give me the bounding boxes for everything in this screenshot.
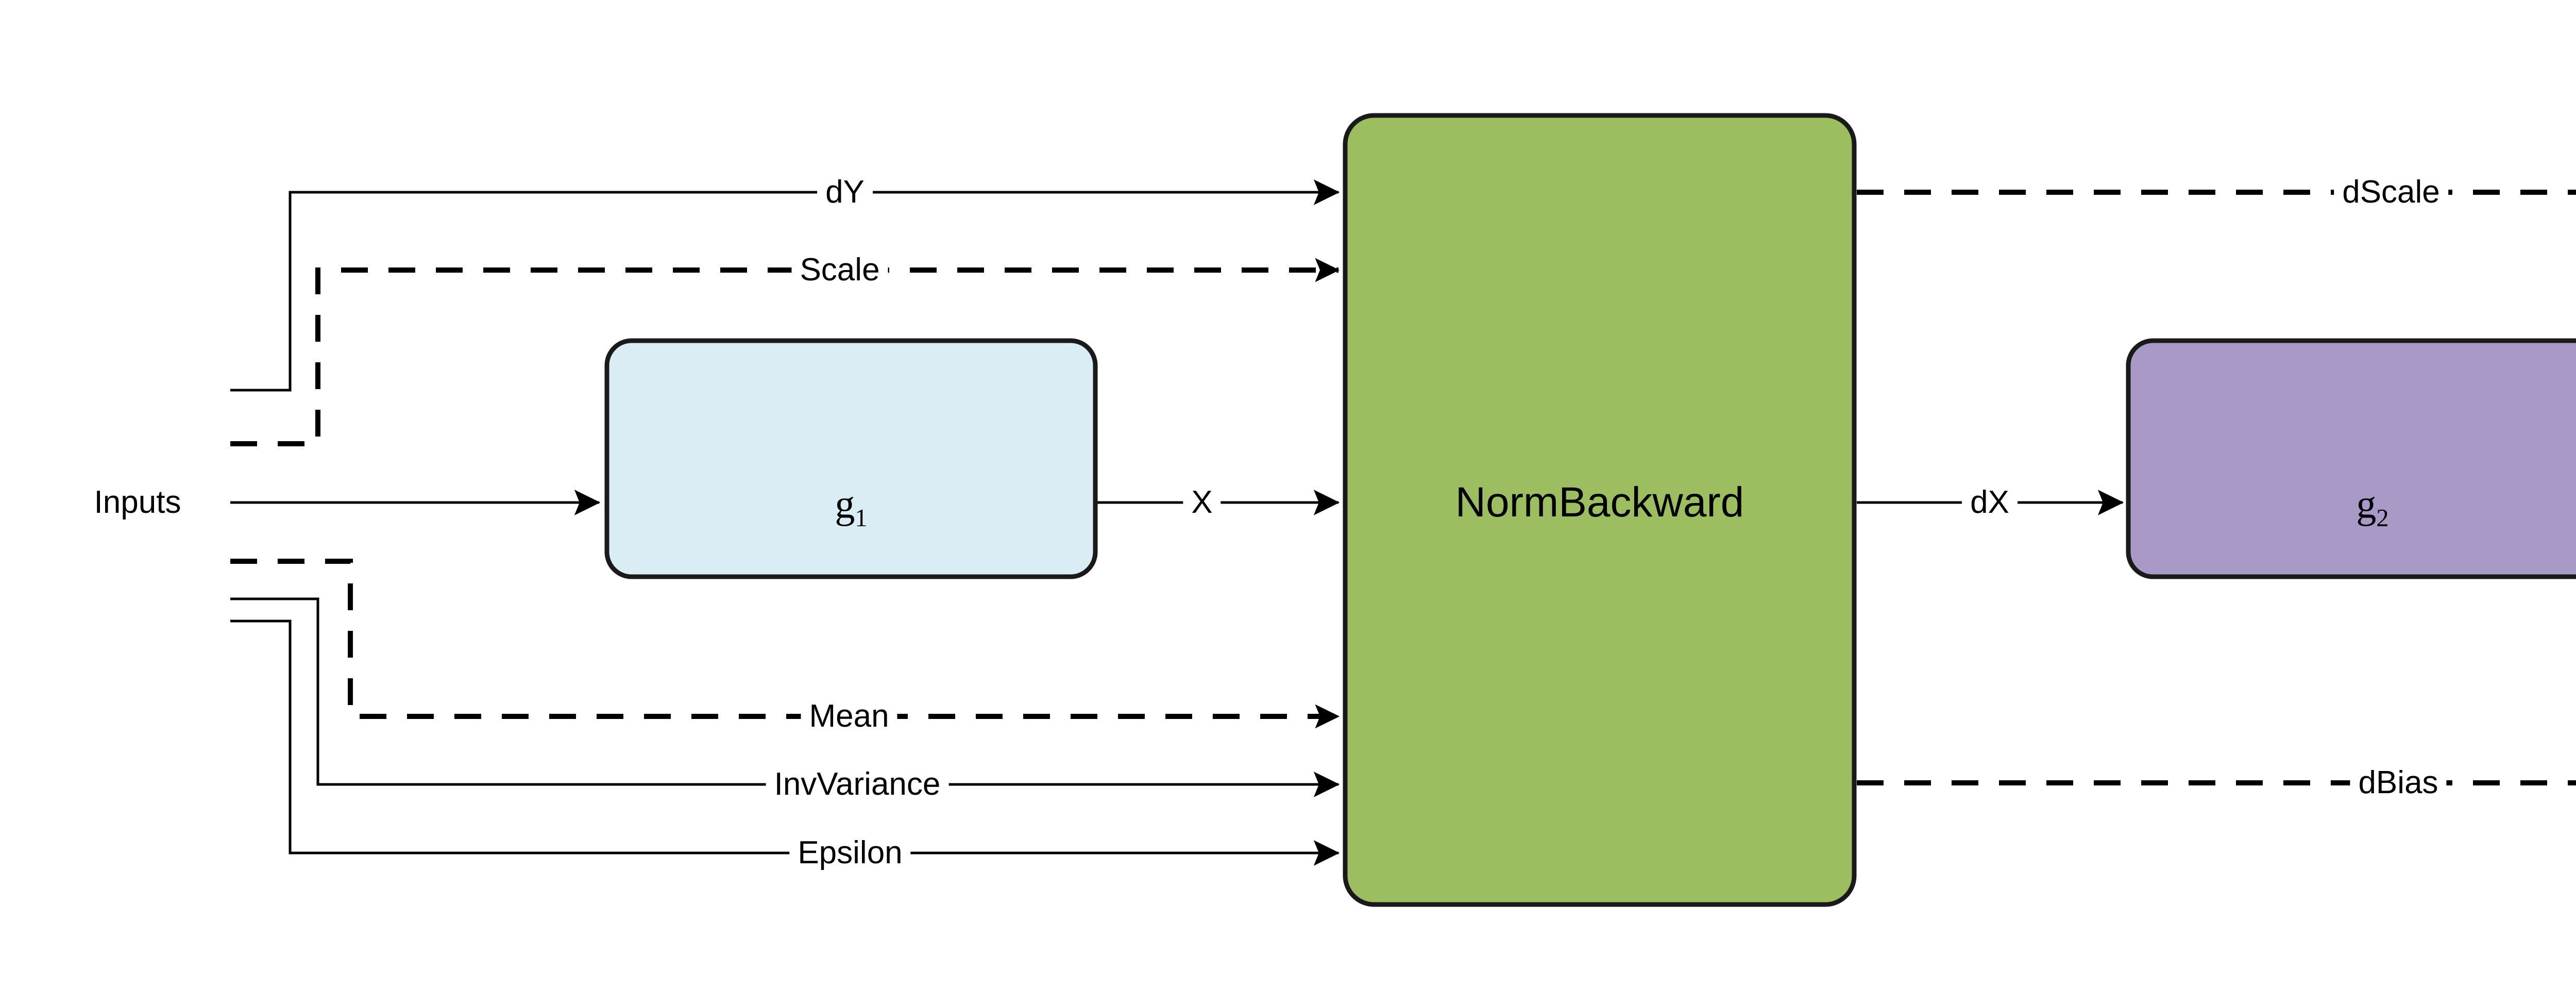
edge-label-dscale: dScale xyxy=(2334,176,2448,208)
node-label-normbackward: NormBackward xyxy=(1455,479,1744,526)
edge-label-invvariance: InvVariance xyxy=(766,768,949,800)
node-label-g2: g2 xyxy=(2356,484,2388,531)
node-shape-g2[interactable] xyxy=(2126,338,2576,579)
edge-path-Mean xyxy=(230,559,1340,729)
edge-label-scale: Scale xyxy=(791,254,888,286)
edge-path-dY xyxy=(230,179,1340,392)
node-label-g2-base: g xyxy=(2356,481,2377,527)
edge-label-dY: dY xyxy=(817,176,873,208)
edge-label-dx: dX xyxy=(1962,487,2018,518)
edge-path-InvVariance xyxy=(230,597,1340,797)
edge-label-mean: Mean xyxy=(801,700,897,732)
node-label-g1-base: g xyxy=(835,481,855,527)
node-shape-g1[interactable] xyxy=(604,338,1098,579)
node-label-g1-sub: 1 xyxy=(855,505,868,532)
node-label-g2-sub: 2 xyxy=(2376,505,2389,532)
node-shape-normbackward[interactable] xyxy=(1343,113,1857,907)
edge-label-x: X xyxy=(1183,487,1221,518)
source-label-inputs: Inputs xyxy=(89,487,187,518)
edge-label-dbias: dBias xyxy=(2350,767,2447,799)
node-label-g1: g1 xyxy=(835,484,867,531)
edge-label-epsilon: Epsilon xyxy=(789,837,911,869)
edge-path-Epsilon xyxy=(230,619,1340,866)
